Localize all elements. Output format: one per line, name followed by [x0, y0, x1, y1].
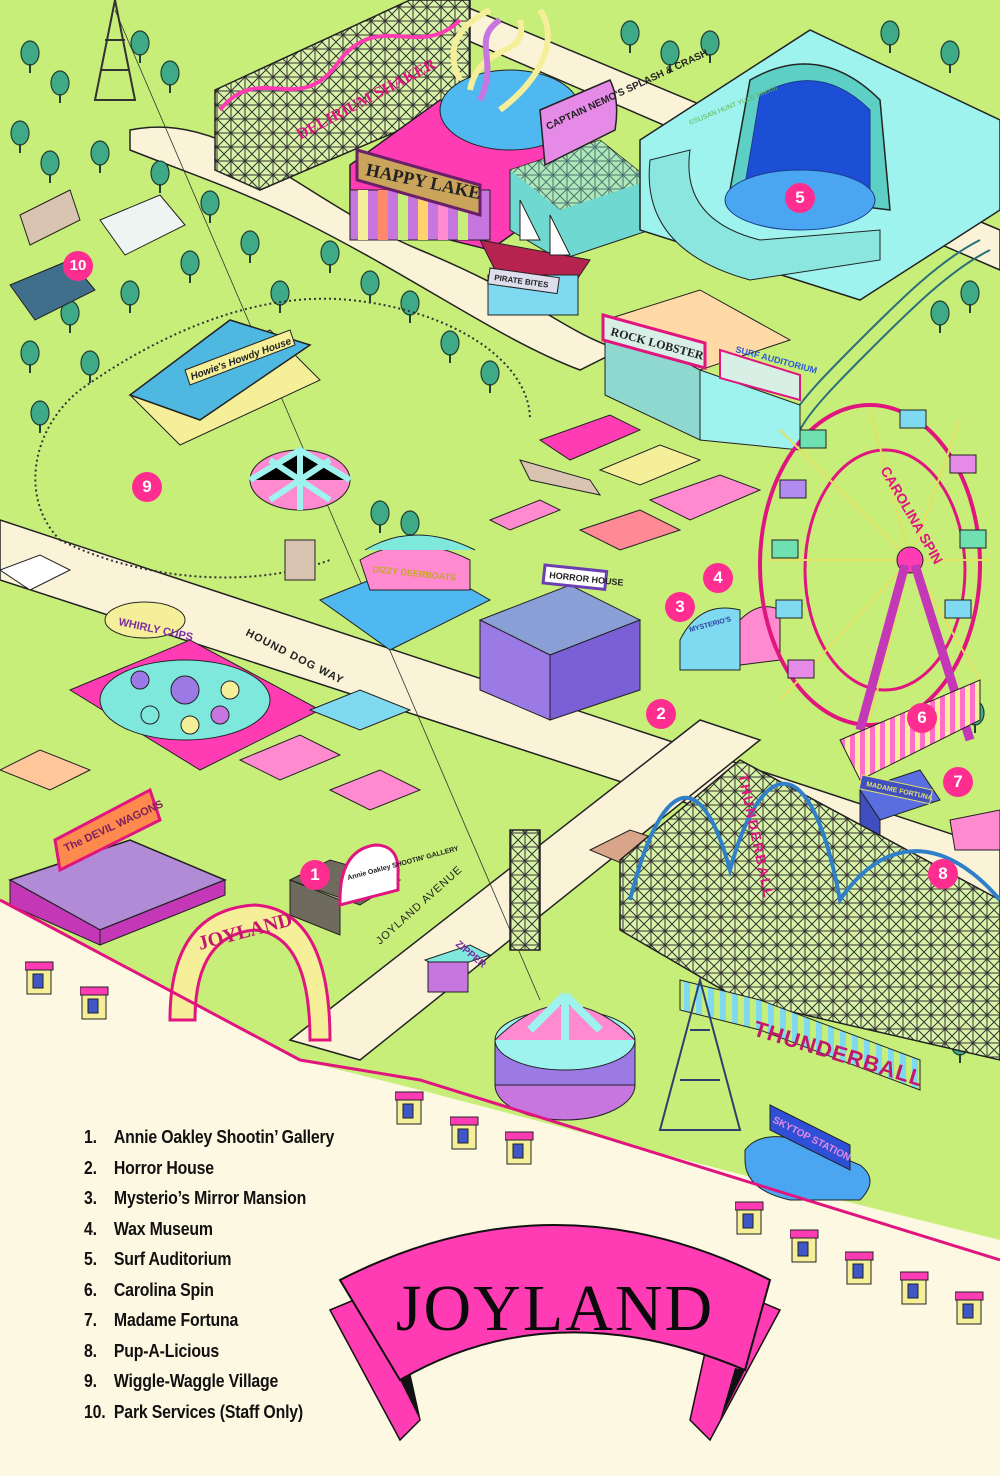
legend-item-3[interactable]: 3. Mysterio’s Mirror Mansion [84, 1183, 334, 1214]
legend-item-1[interactable]: 1. Annie Oakley Shootin’ Gallery [84, 1122, 334, 1153]
legend-number: 2. [84, 1157, 97, 1178]
whirly-cups[interactable]: WHIRLY CUPS [68, 601, 322, 771]
legend-number: 6. [84, 1279, 97, 1300]
legend-label: Carolina Spin [113, 1279, 214, 1300]
legend-number: 5. [84, 1249, 97, 1269]
wax-museum[interactable] [739, 606, 781, 666]
howies-howdy-house[interactable]: Howie's Howdy House [128, 319, 321, 446]
legend-label: Park Services (Staff Only) [113, 1401, 304, 1422]
legend-number: 9. [84, 1371, 97, 1391]
happy-lake[interactable]: HAPPY LAKE [349, 7, 581, 251]
svg-text:JOYLAND: JOYLAND [396, 1272, 714, 1345]
legend-number: 1. [84, 1127, 97, 1147]
legend-number: 10. [84, 1401, 106, 1422]
legend-label: Horror House [113, 1157, 214, 1178]
legend-item-2[interactable]: 2. Horror House [84, 1153, 334, 1184]
pin-4[interactable]: 4 [703, 563, 733, 593]
legend-label: Wax Museum [113, 1218, 213, 1239]
legend-number: 4. [84, 1218, 97, 1239]
park-fence [0, 898, 1000, 1262]
map-legend: 1. Annie Oakley Shootin’ Gallery 2. Horror… [84, 1122, 368, 1427]
pin-7[interactable]: 7 [943, 767, 973, 797]
legend-label: Pup-A-Licious [113, 1340, 219, 1361]
carousel[interactable] [494, 992, 636, 1121]
pin-8[interactable]: 8 [928, 859, 958, 889]
legend-item-6[interactable]: 6. Carolina Spin [84, 1275, 334, 1306]
rock-lobster[interactable]: ROCK LOBSTER [601, 289, 792, 441]
pin-2[interactable]: 2 [646, 699, 676, 729]
swing-carousel[interactable] [248, 446, 352, 581]
legend-item-9[interactable]: 9. Wiggle-Waggle Village [84, 1366, 334, 1397]
dizzy-deerboats[interactable]: DIZZY DEERBOATS [318, 534, 492, 651]
legend-item-8[interactable]: 8. Pup-A-Licious [84, 1336, 334, 1367]
mysterios-mirror-mansion[interactable]: MYSTERIO'S [679, 607, 741, 671]
legend-number: 3. [84, 1188, 97, 1208]
legend-number: 7. [84, 1310, 97, 1330]
legend-label: Mysterio’s Mirror Mansion [113, 1188, 307, 1208]
legend-item-5[interactable]: 5. Surf Auditorium [84, 1244, 334, 1275]
pin-1[interactable]: 1 [300, 860, 330, 890]
pin-5[interactable]: 5 [785, 183, 815, 213]
pin-9[interactable]: 9 [132, 472, 162, 502]
legend-item-4[interactable]: 4. Wax Museum [84, 1214, 334, 1245]
joyland-title-banner: JOYLAND [328, 1224, 782, 1442]
devil-wagons[interactable]: The DEVIL WAGONS [8, 787, 227, 946]
legend-label: Surf Auditorium [113, 1249, 232, 1269]
pin-3[interactable]: 3 [665, 592, 695, 622]
legend-label: Madame Fortuna [113, 1310, 239, 1330]
pin-6[interactable]: 6 [907, 703, 937, 733]
pirate-bites[interactable]: PIRATE BITES [479, 199, 591, 316]
legend-number: 8. [84, 1340, 97, 1361]
blue-spiral-coaster [789, 239, 991, 431]
legend-item-10[interactable]: 10. Park Services (Staff Only) [84, 1397, 334, 1428]
legend-item-7[interactable]: 7. Madame Fortuna [84, 1305, 334, 1336]
legend-label: Wiggle-Waggle Village [113, 1371, 279, 1391]
pin-10[interactable]: 10 [63, 251, 93, 281]
legend-label: Annie Oakley Shootin’ Gallery [113, 1127, 335, 1147]
horror-house[interactable]: HORROR HOUSE [478, 563, 642, 721]
surf-auditorium[interactable]: ©SUSAN HUNT YULE MMXIII [639, 29, 1000, 301]
train-track [34, 297, 531, 579]
